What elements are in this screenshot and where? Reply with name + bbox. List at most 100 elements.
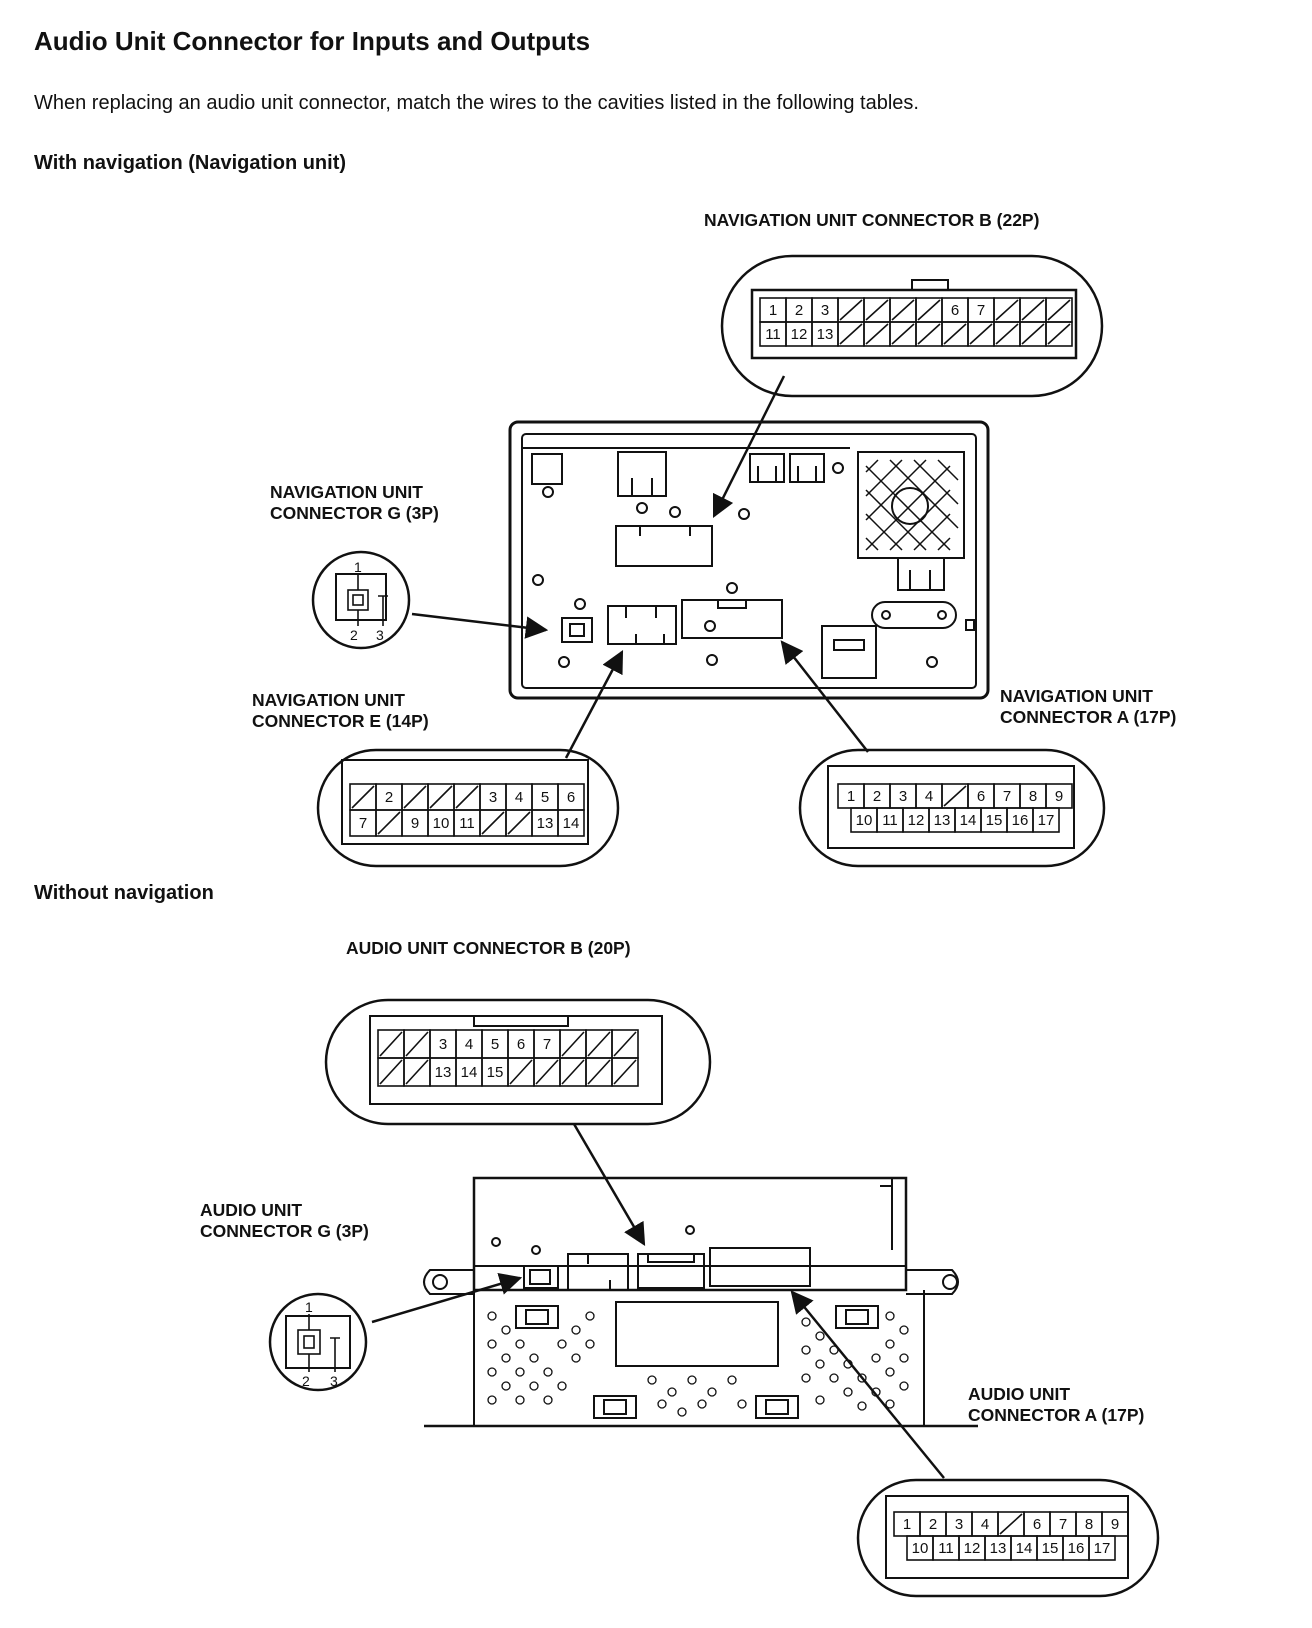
callout-audio-connector-g [268, 1292, 368, 1392]
nav_e-pin-13: 13 [537, 815, 554, 832]
aud_b-unused-cavity-mark [613, 1059, 637, 1085]
aud_b-unused-cavity-mark [587, 1031, 611, 1057]
aud_b-pin-5: 5 [491, 1036, 499, 1053]
nav_e-unused-cavity-mark [481, 811, 505, 835]
nav_e-pin-5: 5 [541, 789, 549, 806]
nav_b-pin-13: 13 [817, 326, 834, 343]
nav-g-pin-3: 3 [376, 627, 384, 643]
callout-audio-connector-a [856, 1478, 1160, 1598]
nav_a-unused-cavity-mark [943, 785, 967, 807]
nav_a-pin-1: 1 [847, 788, 855, 805]
nav_e-pin-3: 3 [489, 789, 497, 806]
label-audio-connector-b: AUDIO UNIT CONNECTOR B (20P) [346, 938, 631, 958]
aud_a-pin-15: 15 [1042, 1540, 1059, 1557]
callout-nav-connector-b [720, 254, 1104, 398]
page-title: Audio Unit Connector for Inputs and Outp… [34, 26, 591, 56]
nav_e-unused-cavity-mark [507, 811, 531, 835]
section-heading-without-navigation: Without navigation [34, 882, 214, 904]
nav_e-pin-6: 6 [567, 789, 575, 806]
nav_e-pin-7: 7 [359, 815, 367, 832]
nav_e-unused-cavity-mark [403, 785, 427, 809]
label-nav-connector-g: NAVIGATION UNIT CONNECTOR G (3P) [270, 482, 439, 523]
nav_b-unused-cavity-mark [891, 323, 915, 345]
label-nav-connector-e: NAVIGATION UNIT CONNECTOR E (14P) [252, 690, 429, 731]
arrow-nav-g [411, 612, 549, 639]
aud_a-unused-cavity-mark [999, 1513, 1023, 1535]
aud_b-unused-cavity-mark [509, 1059, 533, 1085]
aud_b-unused-cavity-mark [405, 1059, 429, 1085]
nav_e-pin-2: 2 [385, 789, 393, 806]
nav_b-unused-cavity-mark [917, 299, 941, 321]
label-audio-connector-g: AUDIO UNIT CONNECTOR G (3P) [200, 1200, 369, 1241]
arrow-audio-a [790, 1290, 945, 1479]
nav_e-unused-cavity-mark [351, 785, 375, 809]
nav_b-pin-11: 11 [765, 326, 781, 343]
nav_e-pin-4: 4 [515, 789, 523, 806]
nav_a-pin-7: 7 [1003, 788, 1011, 805]
aud_b-unused-cavity-mark [561, 1031, 585, 1057]
aud_a-pin-8: 8 [1085, 1516, 1093, 1533]
nav_a-pin-13: 13 [934, 812, 951, 829]
nav_a-pin-9: 9 [1055, 788, 1063, 805]
nav_b-cavity [1045, 321, 1073, 347]
nav_b-pin-12: 12 [791, 326, 808, 343]
navigation-unit-body [508, 420, 990, 700]
aud_b-pin-3: 3 [439, 1036, 447, 1053]
nav_b-unused-cavity-mark [969, 323, 993, 345]
aud_a-pin-7: 7 [1059, 1516, 1067, 1533]
aud_b-pin-6: 6 [517, 1036, 525, 1053]
aud_b-pin-14: 14 [461, 1064, 478, 1081]
nav_b-unused-cavity-mark [995, 323, 1019, 345]
aud_a-pin-1: 1 [903, 1516, 911, 1533]
arrow-nav-b [712, 375, 786, 519]
aud_b-unused-cavity-mark [405, 1031, 429, 1057]
nav_a-pin-11: 11 [882, 812, 898, 829]
callout-audio-connector-b [324, 998, 712, 1126]
nav_b-unused-cavity-mark [839, 323, 863, 345]
aud_a-pin-10: 10 [912, 1540, 929, 1557]
aud-g-pin-1: 1 [305, 1299, 313, 1315]
audio-unit-body [423, 1176, 978, 1428]
nav_b-unused-cavity-mark [1021, 323, 1045, 345]
aud_a-pin-3: 3 [955, 1516, 963, 1533]
nav_b-pin-6: 6 [951, 302, 959, 319]
aud_b-unused-cavity-mark [379, 1059, 403, 1085]
aud_a-cavity [1088, 1535, 1116, 1561]
nav_b-unused-cavity-mark [1047, 299, 1071, 321]
aud_b-unused-cavity-mark [535, 1059, 559, 1085]
aud_b-unused-cavity-mark [379, 1031, 403, 1057]
nav_a-pin-12: 12 [908, 812, 925, 829]
callout-nav-connector-a [798, 748, 1106, 868]
label-nav-connector-a: NAVIGATION UNIT CONNECTOR A (17P) [1000, 686, 1177, 727]
nav_b-unused-cavity-mark [891, 299, 915, 321]
nav_b-unused-cavity-mark [917, 323, 941, 345]
nav_b-unused-cavity-mark [865, 323, 889, 345]
nav_e-pin-9: 9 [411, 815, 419, 832]
nav_e-cavity [557, 809, 585, 837]
nav_b-unused-cavity-mark [865, 299, 889, 321]
label-nav-connector-b: NAVIGATION UNIT CONNECTOR B (22P) [704, 210, 1040, 230]
nav_a-pin-6: 6 [977, 788, 985, 805]
nav_e-unused-cavity-mark [377, 811, 401, 835]
nav-g-pin-1: 1 [354, 559, 362, 575]
nav_b-unused-cavity-mark [1021, 299, 1045, 321]
nav-g-pin-2: 2 [350, 627, 358, 643]
aud_b-pin-13: 13 [435, 1064, 452, 1081]
aud_b-pin-15: 15 [487, 1064, 504, 1081]
arrow-audio-b [572, 1123, 646, 1246]
nav_e-unused-cavity-mark [455, 785, 479, 809]
nav_b-pin-1: 1 [769, 302, 777, 319]
nav_a-pin-2: 2 [873, 788, 881, 805]
nav_a-pin-14: 14 [960, 812, 977, 829]
nav_a-pin-3: 3 [899, 788, 907, 805]
arrow-nav-a [780, 640, 869, 753]
nav_a-pin-17: 17 [1038, 812, 1055, 829]
aud_b-unused-cavity-mark [613, 1031, 637, 1057]
nav_a-pin-8: 8 [1029, 788, 1037, 805]
nav_e-pin-11: 11 [459, 815, 475, 832]
nav_e-unused-cavity-mark [429, 785, 453, 809]
aud_a-pin-16: 16 [1068, 1540, 1085, 1557]
aud_b-cavity [611, 1057, 639, 1087]
nav_b-unused-cavity-mark [839, 299, 863, 321]
